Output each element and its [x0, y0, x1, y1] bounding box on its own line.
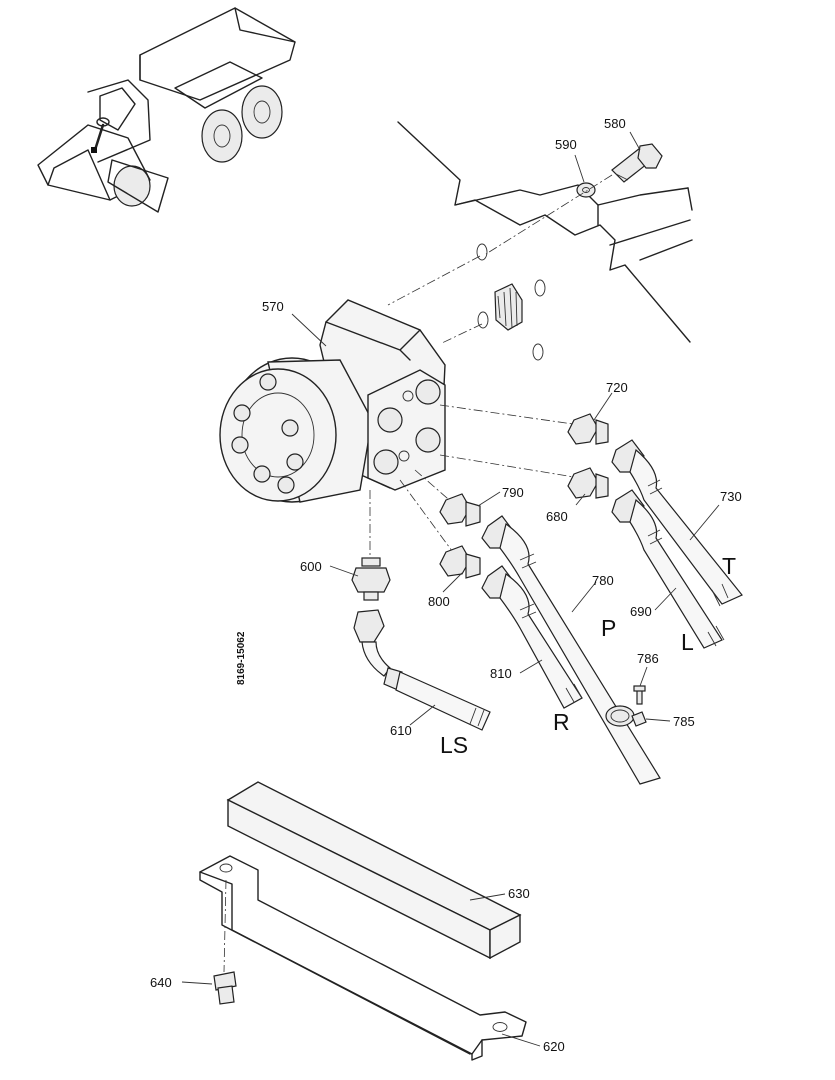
- fitting-790: [439, 493, 481, 527]
- label-630: 630: [508, 886, 530, 901]
- label-570: 570: [262, 299, 284, 314]
- label-786: 786: [637, 651, 659, 666]
- mounting-hole: [532, 343, 544, 361]
- hose-610: [353, 609, 491, 731]
- label-690: 690: [630, 604, 652, 619]
- leader-lines: [181, 131, 720, 1047]
- label-800: 800: [428, 594, 450, 609]
- label-580: 580: [604, 116, 626, 131]
- label-620: 620: [543, 1039, 565, 1054]
- port-label-R: R: [553, 709, 570, 735]
- fitting-720: [567, 413, 609, 445]
- label-610: 610: [390, 723, 412, 738]
- mounting-hole: [476, 243, 488, 261]
- truck-locator-illustration: [37, 7, 296, 213]
- hose-690: [611, 489, 725, 649]
- fitting-800: [439, 545, 481, 579]
- mounting-hole: [477, 311, 489, 329]
- label-590: 590: [555, 137, 577, 152]
- steering-unit-570: [219, 299, 446, 503]
- port-label-P: P: [601, 615, 616, 641]
- port-label-LS: LS: [440, 732, 468, 758]
- label-780: 780: [592, 573, 614, 588]
- fitting-600: [351, 557, 391, 601]
- frame-section-lines: [397, 121, 693, 343]
- spline-shaft: [494, 283, 523, 331]
- port-label-T: T: [722, 553, 736, 579]
- hose-810: [481, 565, 583, 709]
- fitting-680: [567, 467, 609, 499]
- hose-780: [481, 515, 661, 785]
- hose-730: [611, 439, 743, 607]
- mounting-bolt-580: [611, 143, 663, 183]
- label-730: 730: [720, 489, 742, 504]
- washer-590: [576, 182, 596, 198]
- clamp-785: [631, 711, 647, 727]
- screw-786: [633, 685, 646, 705]
- label-785: 785: [673, 714, 695, 729]
- label-680: 680: [546, 509, 568, 524]
- bracket-620: [199, 855, 527, 1061]
- pad-630: [226, 781, 522, 960]
- label-720: 720: [606, 380, 628, 395]
- label-790: 790: [502, 485, 524, 500]
- port-label-L: L: [681, 629, 694, 655]
- mounting-hole: [534, 279, 546, 297]
- label-640: 640: [150, 975, 172, 990]
- label-600: 600: [300, 559, 322, 574]
- label-810: 810: [490, 666, 512, 681]
- drawing-code: 8169-15062: [236, 631, 247, 685]
- bolt-640: [213, 971, 237, 1005]
